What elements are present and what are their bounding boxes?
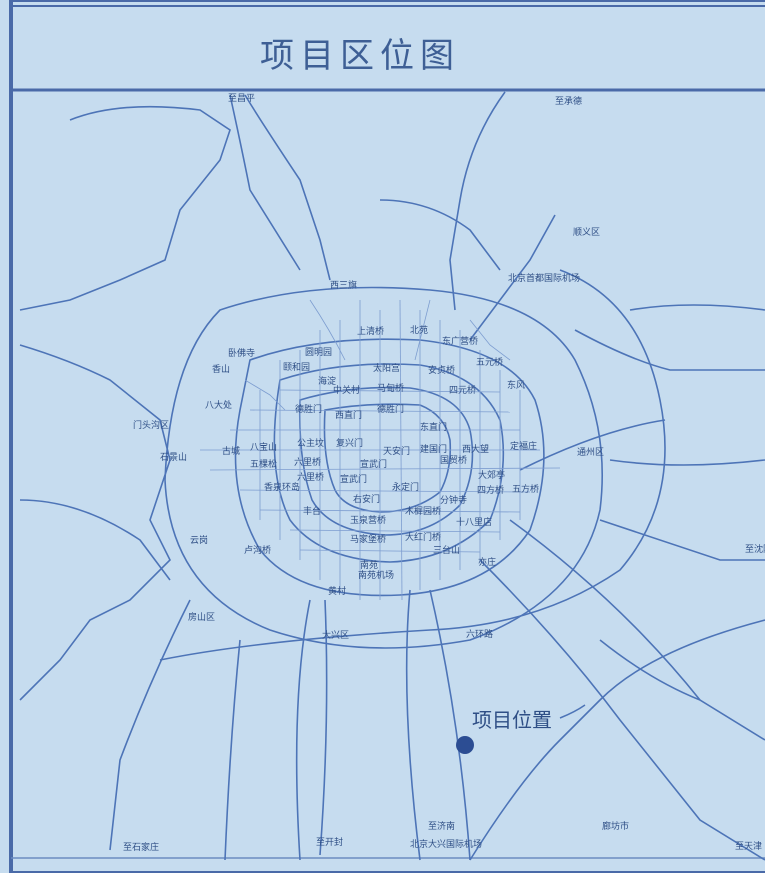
label-gongzhufen: 公主坟 [297, 437, 324, 449]
label-langfang: 廊坊市 [602, 820, 629, 832]
label-xisanqi: 西三旗 [330, 279, 357, 291]
label-jianguomen: 建国门 [420, 443, 447, 455]
label-sifang: 四方桥 [477, 484, 504, 496]
label-dongfeng: 东风 [507, 379, 525, 391]
label-shijingshan: 石景山 [160, 452, 187, 463]
label-dayangmen: 大红门桥 [405, 531, 441, 543]
label-haidian: 海淀 [318, 375, 336, 387]
label-to-east: 至沈阳 [745, 543, 765, 555]
label-daxing: 大兴区 [322, 629, 349, 641]
label-huangcun: 黄村 [328, 585, 346, 597]
label-yuanmingyuan: 圆明园 [305, 347, 332, 358]
label-shibalidian: 十八里店 [456, 516, 492, 528]
label-babaoshan: 八宝山 [250, 441, 277, 453]
label-to-chengde: 至承德 [555, 95, 582, 107]
label-taiyanggong: 太阳宫 [373, 362, 400, 374]
label-capital-airport: 北京首都国际机场 [508, 272, 580, 284]
label-beiyuan: 北苑 [410, 324, 428, 336]
label-liuliqiao: 六里桥 [294, 456, 321, 468]
label-mentougou: 门头沟区 [133, 419, 169, 431]
label-yizhuang: 亦庄 [478, 556, 496, 568]
label-tiananmen: 天安门 [383, 445, 410, 457]
label-wufang: 五方桥 [512, 483, 539, 495]
label-yuquanying: 玉泉营桥 [350, 514, 386, 526]
label-daxing-airport: 北京大兴国际机场 [410, 838, 482, 850]
label-fuxingmen: 复兴门 [336, 437, 363, 449]
major-roads [19, 91, 765, 861]
label-deshengmen: 德胜门 [377, 403, 404, 415]
label-bajiao: 八大处 [205, 399, 232, 411]
label-wuyuan: 五元桥 [476, 356, 503, 368]
label-fangshan: 房山区 [188, 611, 215, 623]
label-to-jinan: 至济南 [428, 820, 455, 832]
label-to-tianjin: 至天津 [735, 841, 762, 852]
label-liuhuan: 六环路 [466, 628, 493, 640]
city-streets [200, 299, 561, 601]
label-wukesong: 五棵松 [250, 458, 277, 470]
label-yellow: 德胜门 [295, 403, 322, 415]
label-majiabao: 马家堡桥 [350, 533, 386, 545]
label-to-changping: 至昌平 [228, 93, 255, 104]
label-guomao: 国贸桥 [440, 454, 467, 466]
label-to-shijiazhuang: 至石家庄 [123, 841, 159, 853]
label-shangqing: 上清桥 [357, 325, 384, 337]
label-nanyuan-airport: 南苑机场 [358, 569, 394, 581]
map-border [9, 0, 765, 873]
project-location-label: 项目位置 [472, 708, 552, 732]
label-wofosi: 卧佛寺 [228, 347, 255, 359]
label-yiheyuan: 颐和园 [283, 362, 310, 373]
map-labels: 至昌平 至承德 顺义区 北京首都国际机场 西三旗 上清桥 北苑 东广营桥 五元桥… [123, 93, 765, 853]
label-xiangshan: 香山 [212, 364, 230, 375]
label-dongzhimen: 东直门 [420, 421, 447, 433]
label-tongzhou: 通州区 [577, 447, 604, 458]
label-nanyuan: 南苑 [360, 559, 378, 571]
label-youanmen: 右安门 [353, 493, 380, 505]
project-location-marker [456, 736, 474, 754]
label-yongdingmen: 永定门 [392, 481, 419, 493]
label-shunyi: 顺义区 [573, 227, 600, 238]
page-title: 项目区位图 [260, 36, 460, 76]
label-to-kaifeng: 至开封 [316, 836, 343, 848]
label-guangan: 宣武门 [340, 473, 367, 485]
label-dajiaoting: 大郊亭 [478, 469, 505, 481]
label-xiangquan: 香泉环岛 [264, 481, 300, 493]
label-xuanwumen: 宣武门 [360, 458, 387, 470]
label-gucheng: 古城 [222, 445, 240, 457]
label-liuliqiao2: 六里桥 [297, 471, 324, 483]
project-pointer-line [559, 704, 586, 719]
label-xizhimen: 西直门 [335, 409, 362, 421]
label-fengtai: 丰台 [303, 505, 321, 517]
label-madian: 马甸桥 [377, 382, 404, 394]
label-mujiayuan: 木樨园桥 [405, 505, 441, 517]
label-yungang: 云岗 [190, 535, 208, 546]
label-dongguangfan: 东广营桥 [442, 335, 478, 347]
label-lugou: 卢沟桥 [244, 544, 271, 556]
label-dingfuzhuang: 定福庄 [510, 440, 537, 452]
label-fenzhongsi: 分钟寺 [440, 494, 467, 506]
label-anzhen: 安贞桥 [428, 364, 455, 376]
label-siyuan: 四元桥 [449, 384, 476, 396]
label-xidawang: 西大望 [462, 443, 489, 455]
label-zhongguancun: 中关村 [333, 384, 360, 396]
label-santai: 三台山 [433, 544, 460, 556]
